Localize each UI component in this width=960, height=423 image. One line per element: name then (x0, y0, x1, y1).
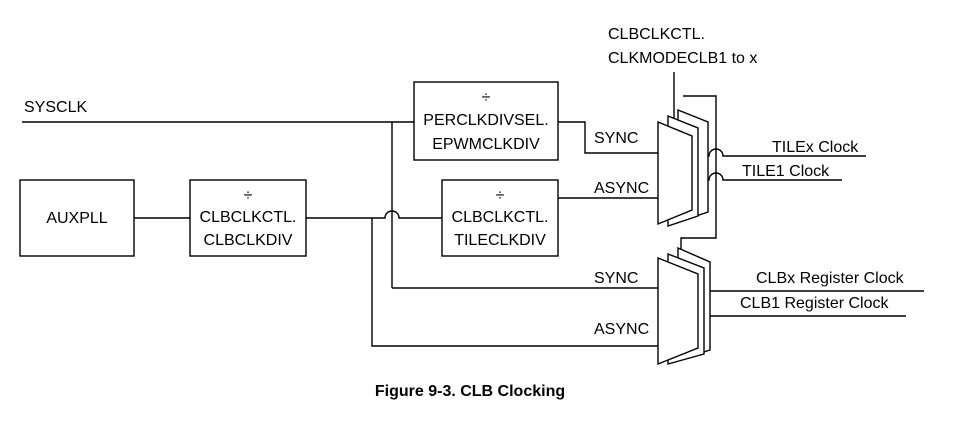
tileclkdiv-label-line1: CLBCLKCTL. (452, 209, 549, 226)
bottom-sync-label: SYNC (594, 270, 638, 287)
sysclk-label: SYSCLK (24, 99, 87, 116)
clb1-register-clock-label: CLB1 Register Clock (740, 295, 890, 312)
mode-select-label-line2: CLKMODECLB1 to x (608, 50, 757, 67)
perclkdiv-block: ÷ PERCLKDIVSEL. EPWMCLKDIV (413, 81, 559, 161)
bottom-async-label: ASYNC (594, 321, 649, 338)
clbclkdiv-label-line1: CLBCLKCTL. (200, 209, 297, 226)
clbx-register-clock-label: CLBx Register Clock (756, 270, 905, 287)
tileclkdiv-label-line2: TILECLKDIV (454, 232, 546, 249)
auxpll-label: AUXPLL (46, 210, 107, 227)
perclkdiv-label-line2: EPWMCLKDIV (432, 136, 540, 153)
mode-select-label-line1: CLBCLKCTL. (608, 26, 705, 43)
top-sync-label: SYNC (594, 130, 638, 147)
tile-clock-mux-stack (657, 108, 709, 227)
auxpll-block: AUXPLL (19, 179, 135, 257)
perclkdiv-divide-symbol: ÷ (482, 89, 491, 106)
clbclkdiv-label-line2: CLBCLKDIV (204, 232, 293, 249)
top-async-label: ASYNC (594, 180, 649, 197)
perclkdiv-label-line1: PERCLKDIVSEL. (423, 112, 548, 129)
tileclkdiv-block: ÷ CLBCLKCTL. TILECLKDIV (441, 179, 559, 257)
clbclkdiv-block: ÷ CLBCLKCTL. CLBCLKDIV (189, 179, 307, 257)
tilex-clock-label: TILEx Clock (772, 139, 859, 156)
register-clock-mux-stack (657, 246, 711, 366)
figure-caption: Figure 9-3. CLB Clocking (375, 383, 565, 400)
tileclkdiv-divide-symbol: ÷ (496, 187, 505, 204)
wires (22, 72, 924, 347)
clbclkdiv-divide-symbol: ÷ (244, 187, 253, 204)
tile1-clock-label: TILE1 Clock (742, 163, 830, 180)
